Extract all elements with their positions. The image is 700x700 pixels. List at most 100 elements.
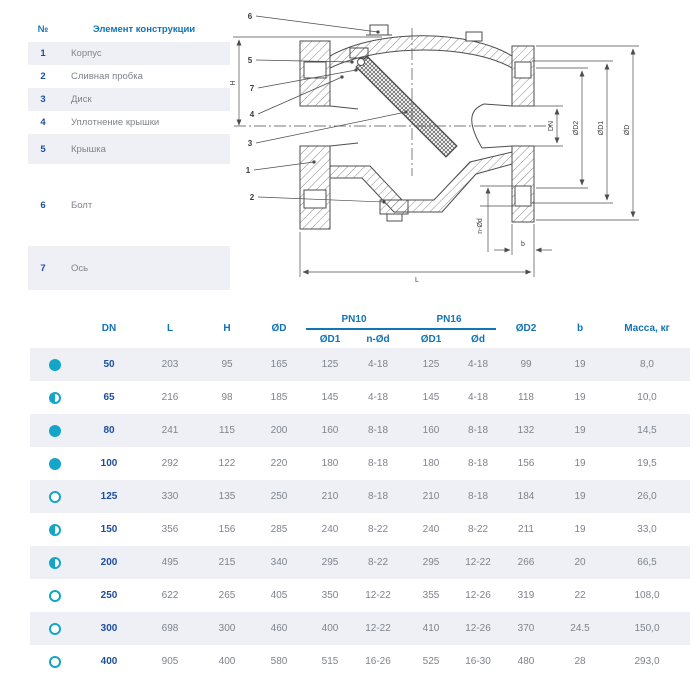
cell-pn16-d: 16-30 — [465, 656, 491, 667]
cell-pn10-d1: 515 — [321, 656, 339, 667]
cell-pn10-nd: 12-22 — [365, 623, 391, 634]
cell-d: 340 — [270, 557, 288, 568]
check-valve-section-drawing: 6 5 7 4 3 1 2 H L DN ØD2 ØD1 ØD n-Ød b — [230, 12, 639, 284]
col-header-mass: Масса, кг — [624, 322, 670, 334]
cell-pn16-d1: 355 — [422, 590, 440, 601]
cell-h: 98 — [221, 392, 233, 403]
cell-pn10-d1: 160 — [321, 425, 339, 436]
dim-label-b: b — [521, 241, 525, 248]
cell-b: 19 — [574, 425, 586, 436]
part-num: 4 — [40, 117, 46, 128]
cell-l: 356 — [161, 524, 179, 535]
dn-marker-icon — [49, 556, 61, 569]
cell-dn: 250 — [100, 590, 118, 601]
cell-l: 698 — [161, 623, 179, 634]
callout-2: 2 — [250, 193, 255, 202]
cell-pn16-d: 12-26 — [465, 590, 491, 601]
cell-pn16-d1: 240 — [422, 524, 440, 535]
cell-d2: 99 — [520, 359, 532, 370]
cell-l: 622 — [161, 590, 179, 601]
cell-pn16-d1: 210 — [422, 491, 440, 502]
valve-body-geometry — [234, 24, 554, 230]
cell-d2: 370 — [517, 623, 535, 634]
col-header-pn10-d1: ØD1 — [319, 333, 341, 345]
cell-pn16-d: 8-22 — [467, 524, 488, 535]
cell-pn10-nd: 16-26 — [365, 656, 391, 667]
cell-b: 28 — [574, 656, 586, 667]
cell-pn16-d: 12-22 — [465, 557, 491, 568]
cell-pn10-nd: 4-18 — [367, 392, 388, 403]
dn-marker-icon — [49, 490, 61, 503]
cell-d2: 118 — [518, 392, 534, 403]
cell-pn16-d: 4-18 — [467, 359, 488, 370]
cell-l: 241 — [161, 425, 179, 436]
cell-d2: 480 — [517, 656, 535, 667]
cell-mass: 66,5 — [637, 557, 657, 568]
cell-mass: 150,0 — [634, 623, 660, 634]
cell-pn16-d: 4-18 — [467, 392, 488, 403]
cell-b: 19 — [574, 458, 586, 469]
cell-pn10-d1: 400 — [321, 623, 339, 634]
dimension-lines — [233, 36, 639, 277]
cell-h: 265 — [218, 590, 236, 601]
cell-pn16-d: 8-18 — [467, 425, 488, 436]
col-header-pn16-d1: ØD1 — [420, 333, 442, 345]
cell-dn: 300 — [100, 623, 118, 634]
cell-b: 20 — [574, 557, 586, 568]
cell-d2: 266 — [517, 557, 535, 568]
part-label: Ось — [71, 262, 89, 274]
col-header-num: № — [37, 23, 49, 35]
cell-pn10-nd: 8-22 — [367, 524, 388, 535]
cell-h: 215 — [218, 557, 236, 568]
dim-label-d1: ØD1 — [598, 121, 605, 136]
col-header-l: L — [166, 322, 174, 334]
cell-pn10-d1: 180 — [321, 458, 339, 469]
dn-marker-icon — [49, 391, 61, 404]
cell-d: 580 — [270, 656, 288, 667]
cell-pn16-d1: 525 — [422, 656, 440, 667]
cell-d: 405 — [270, 590, 288, 601]
cell-pn10-nd: 8-18 — [367, 425, 388, 436]
dim-label-h: H — [230, 80, 237, 85]
cell-dn: 400 — [100, 656, 118, 667]
valve-drawing: 6 5 7 4 3 1 2 H L DN ØD2 ØD1 ØD n-Ød b — [230, 4, 700, 304]
callout-1: 1 — [246, 166, 251, 175]
cell-pn10-nd: 4-18 — [367, 359, 388, 370]
part-label: Корпус — [71, 48, 102, 59]
cell-d2: 184 — [517, 491, 535, 502]
col-header-pn16: PN16 — [436, 314, 462, 325]
cell-d2: 156 — [517, 458, 535, 469]
cell-b: 22 — [574, 590, 586, 601]
cell-d: 200 — [270, 425, 288, 436]
cell-dn: 65 — [103, 392, 115, 403]
part-num: 6 — [40, 199, 46, 211]
part-num: 7 — [40, 262, 46, 274]
col-header-h: H — [223, 322, 231, 334]
dim-label-d: ØD — [624, 125, 631, 136]
dn-marker-icon — [49, 523, 61, 536]
cell-pn16-d1: 410 — [422, 623, 440, 634]
cell-h: 156 — [218, 524, 236, 535]
col-header-d2: ØD2 — [515, 322, 537, 334]
cell-d: 220 — [270, 458, 288, 469]
callout-4: 4 — [250, 110, 255, 119]
cell-l: 292 — [161, 458, 179, 469]
parts-table-header: № Элемент конструкции — [28, 16, 230, 42]
cell-h: 300 — [218, 623, 236, 634]
cell-d2: 211 — [518, 524, 534, 535]
dim-label-d2: ØD2 — [573, 121, 580, 136]
dim-label-n-od: n-Ød — [477, 218, 484, 234]
